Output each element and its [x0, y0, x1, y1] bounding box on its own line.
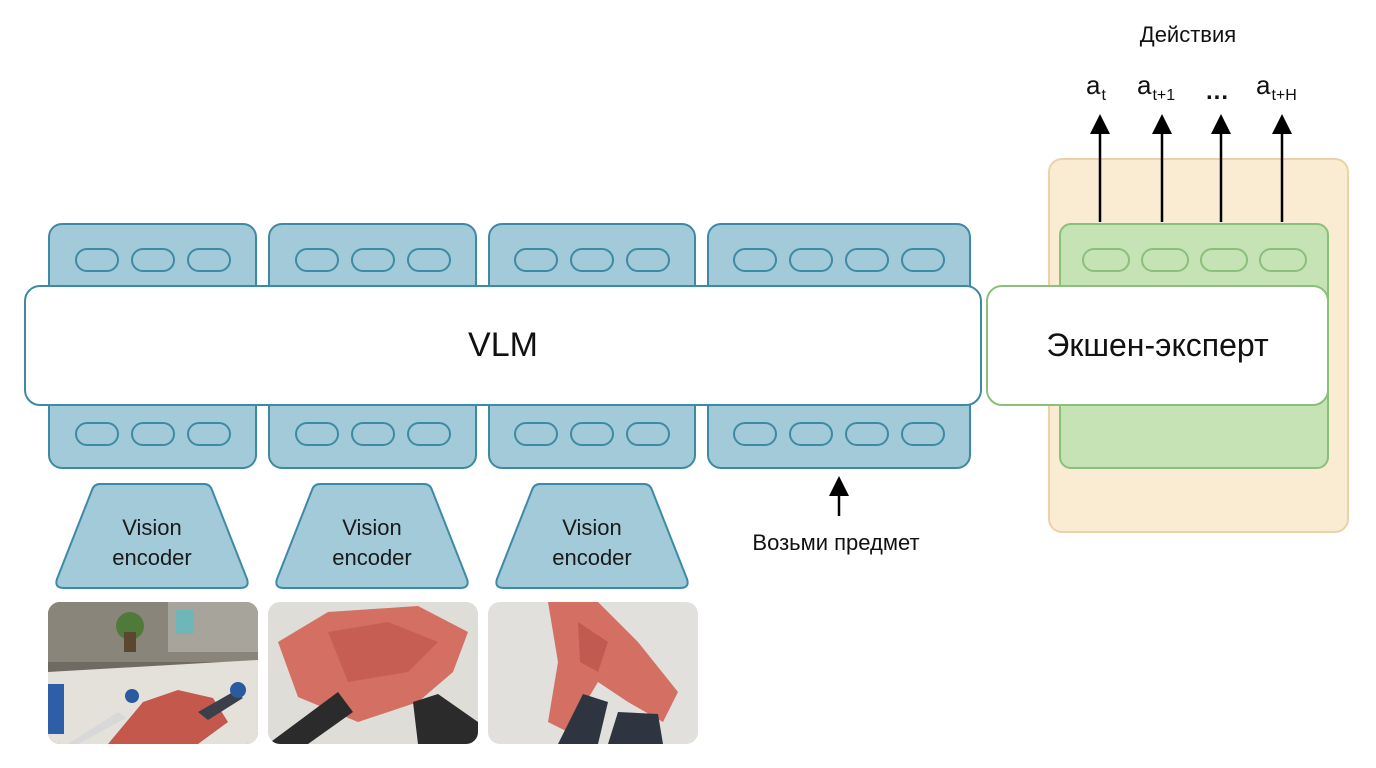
actions-title: Действия: [1139, 22, 1237, 47]
token: [130, 422, 175, 446]
token: [845, 248, 889, 272]
action-token: [1199, 248, 1248, 272]
token: [514, 422, 558, 446]
action-a-t1: at+1: [1137, 70, 1176, 104]
token: [845, 422, 889, 446]
vision-encoder-2: Vision encoder: [274, 481, 470, 591]
token: [570, 248, 614, 272]
token: [626, 422, 670, 446]
action-token: [1258, 248, 1307, 272]
token: [294, 422, 339, 446]
vlm-block: VLM: [24, 285, 982, 406]
token: [74, 248, 119, 272]
actions-ellipsis: ...: [1206, 78, 1230, 105]
token: [789, 422, 833, 446]
encoder-label-line1: Vision: [562, 515, 622, 540]
token: [406, 248, 451, 272]
token: [626, 248, 670, 272]
camera-image-left-wrist: [268, 602, 478, 744]
instruction-text: Возьми предмет: [752, 530, 920, 555]
action-token: [1140, 248, 1189, 272]
action-token: [1081, 248, 1130, 272]
encoder-label-line2: encoder: [332, 545, 412, 570]
encoder-label-line2: encoder: [552, 545, 632, 570]
vision-encoder-3: Vision encoder: [494, 481, 690, 591]
vision-encoder-1: Vision encoder: [54, 481, 250, 591]
encoder-label-line1: Vision: [122, 515, 182, 540]
token: [186, 248, 231, 272]
vlm-label: VLM: [468, 326, 538, 364]
token: [514, 248, 558, 272]
camera-image-overview: [48, 602, 258, 744]
token: [733, 248, 777, 272]
action-a-tH: at+H: [1256, 70, 1297, 104]
token: [294, 248, 339, 272]
encoder-label-line2: encoder: [112, 545, 192, 570]
token: [350, 248, 395, 272]
token: [186, 422, 231, 446]
token: [350, 422, 395, 446]
token: [130, 248, 175, 272]
camera-image-right-wrist: [488, 602, 698, 744]
token: [901, 248, 945, 272]
token: [570, 422, 614, 446]
token: [406, 422, 451, 446]
token: [733, 422, 777, 446]
token: [901, 422, 945, 446]
token: [74, 422, 119, 446]
action-a-t: at: [1086, 70, 1106, 104]
token: [789, 248, 833, 272]
encoder-label-line1: Vision: [342, 515, 402, 540]
action-expert-block: Экшен-эксперт: [986, 285, 1329, 406]
action-expert-label: Экшен-эксперт: [1046, 327, 1269, 363]
